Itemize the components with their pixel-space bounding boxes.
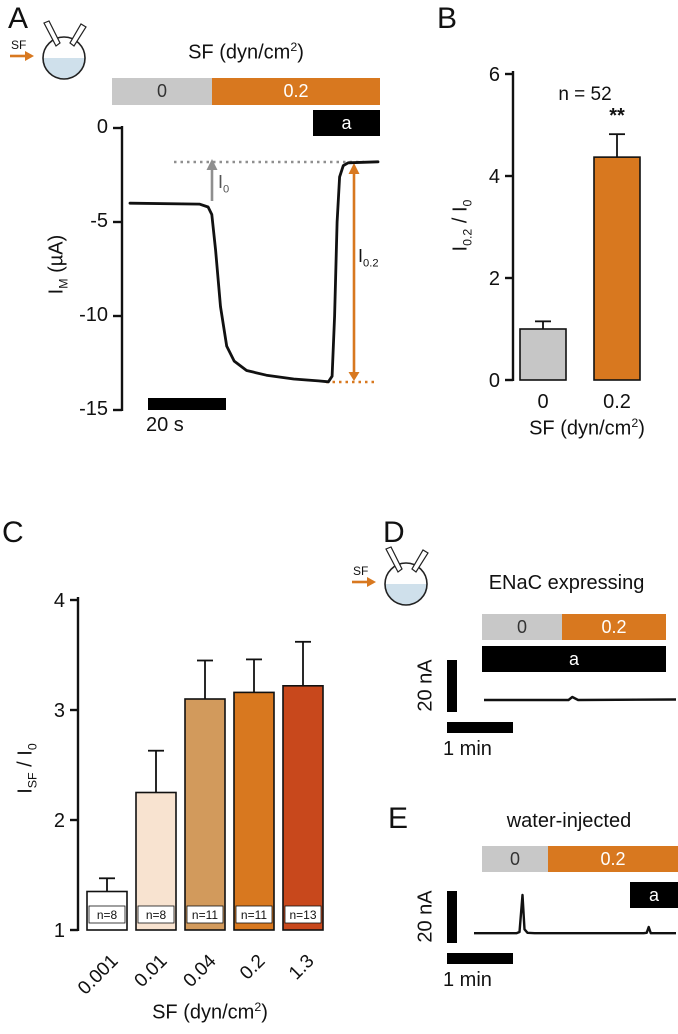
- y-tick-label: 1: [54, 920, 65, 942]
- n-count-label: n = 52: [558, 84, 611, 105]
- panelE-period-a-bar: a: [630, 882, 678, 908]
- y-tick-label: 4: [489, 166, 500, 188]
- pipette-right-icon: [69, 23, 87, 47]
- significance-marker: **: [609, 105, 625, 127]
- sf-flow-label: SF: [11, 38, 26, 52]
- stimulus-segment-0: 0: [482, 846, 548, 872]
- x-tick-label: 0.01: [131, 951, 172, 992]
- sf-arrowhead-icon: [367, 577, 376, 587]
- stimulus-segment-0: 0: [482, 614, 562, 640]
- panel-a-letter: A: [8, 2, 29, 35]
- oocyte-icon: SF: [10, 20, 87, 80]
- y-tick-label: 2: [54, 810, 65, 832]
- panelA-period-a-bar: a: [313, 110, 380, 136]
- i0-arrow: [206, 159, 218, 201]
- y-tick-label: 0: [489, 370, 500, 392]
- panelA-ytick-m10: -10: [79, 304, 108, 326]
- n-label: n=11: [192, 908, 218, 922]
- panel-c-letter: C: [2, 516, 24, 549]
- sf-flow-label: SF: [353, 564, 368, 578]
- i02-arrow: [348, 163, 360, 381]
- panelE-title: water-injected: [506, 810, 632, 832]
- panel-e-letter: E: [388, 802, 409, 835]
- n-label-box: [284, 905, 322, 924]
- panelE-time-scalebar-label: 1 min: [443, 969, 492, 991]
- n-label-box: [137, 905, 175, 924]
- current-trace: [484, 695, 677, 702]
- y-axis: [113, 126, 124, 412]
- time-scalebar-label: 20 s: [146, 414, 184, 436]
- stimulus-segment-0p2: 0.2: [548, 846, 678, 872]
- n-label: n=13: [289, 908, 316, 922]
- panelE-stimulus-bar: 0 0.2: [482, 846, 678, 872]
- panelD-current-scalebar: [447, 660, 457, 712]
- current-trace: [128, 160, 380, 384]
- y-tick-label: 3: [54, 700, 65, 722]
- panelA-ytick-m15: -15: [79, 398, 108, 420]
- panelA-stimulus-title: SF (dyn/cm2): [188, 40, 304, 64]
- panelE-trace-plot: [474, 893, 676, 935]
- time-scalebar: [148, 398, 226, 410]
- x-tick-label: 0.2: [603, 391, 631, 413]
- panel-d-letter: D: [383, 516, 405, 549]
- panelA-y-axis-label: IM (µA): [45, 234, 71, 295]
- panelE-current-scalebar: [447, 891, 457, 943]
- panelB-y-axis-label: I0.2 / I0: [449, 199, 475, 252]
- oocyte-cell: [384, 562, 428, 606]
- x-tick-label: 0.04: [180, 950, 221, 991]
- panelD-stimulus-bar: 0 0.2: [482, 614, 666, 640]
- panelA-stimulus-bar: 0 0.2: [112, 78, 380, 105]
- bar-0: [519, 328, 567, 381]
- panelD-period-a-bar: a: [482, 646, 666, 672]
- x-tick-label: 0.2: [236, 951, 270, 985]
- current-trace: [474, 893, 676, 935]
- oocyte-icon: SF: [352, 546, 429, 606]
- bar-0.2: [593, 156, 641, 381]
- stimulus-segment-0p2: 0.2: [562, 614, 666, 640]
- panel-b-letter: B: [437, 2, 458, 35]
- panelA-trace-plot: [113, 126, 380, 412]
- y-tick-label: 4: [54, 590, 65, 612]
- n-label: n=11: [241, 908, 267, 922]
- n-label-box: [235, 905, 273, 924]
- i0-annotation-label: I0: [218, 172, 230, 196]
- x-tick-label: 0: [537, 391, 548, 413]
- panelC-x-axis-label: SF (dyn/cm2): [152, 1000, 268, 1024]
- bar-1.3: [282, 685, 324, 931]
- panelD-time-scalebar-label: 1 min: [443, 738, 492, 760]
- pipette-right-icon: [411, 549, 429, 573]
- panelC-bar-chart: 1 2 3 4 0.001 n=8 0.01 n=8 0.04 n=11 0.2 n=11 1.3 n=1…: [54, 590, 324, 999]
- panelE-current-scalebar-label: 20 nA: [414, 890, 437, 943]
- panelD-trace-plot: [484, 695, 677, 702]
- y-tick-label: 2: [489, 268, 500, 290]
- panelB-bar-chart: 0 2 4 6 0 0.2 n = 52**: [489, 64, 641, 413]
- n-label: n=8: [97, 908, 118, 922]
- panelD-title: ENaC expressing: [488, 572, 645, 594]
- i02-annotation-label: I0.2: [358, 246, 379, 270]
- bar-0.2: [233, 691, 275, 931]
- n-label-box: [88, 905, 126, 924]
- x-tick-label: 0.001: [74, 951, 122, 999]
- n-label: n=8: [146, 908, 167, 922]
- y-tick-label: 6: [489, 64, 500, 86]
- panelC-y-axis-label: ISF / I0: [14, 743, 40, 794]
- panelD-current-scalebar-label: 20 nA: [414, 659, 437, 712]
- panelB-x-axis-label: SF (dyn/cm2): [529, 416, 645, 440]
- n-label-box: [186, 905, 224, 924]
- x-tick-label: 1.3: [285, 951, 319, 985]
- oocyte-cell: [42, 36, 86, 80]
- panelA-ytick-m5: -5: [90, 210, 108, 232]
- sf-arrowhead-icon: [25, 51, 34, 61]
- pipette-left-icon: [385, 546, 403, 573]
- stimulus-segment-0p2: 0.2: [212, 78, 380, 105]
- bar-0.04: [184, 698, 226, 931]
- panelD-time-scalebar: [447, 722, 513, 733]
- panelE-time-scalebar: [447, 953, 513, 964]
- stimulus-segment-0: 0: [112, 78, 212, 105]
- pipette-left-icon: [43, 20, 61, 47]
- panelA-ytick-0: 0: [96, 116, 108, 138]
